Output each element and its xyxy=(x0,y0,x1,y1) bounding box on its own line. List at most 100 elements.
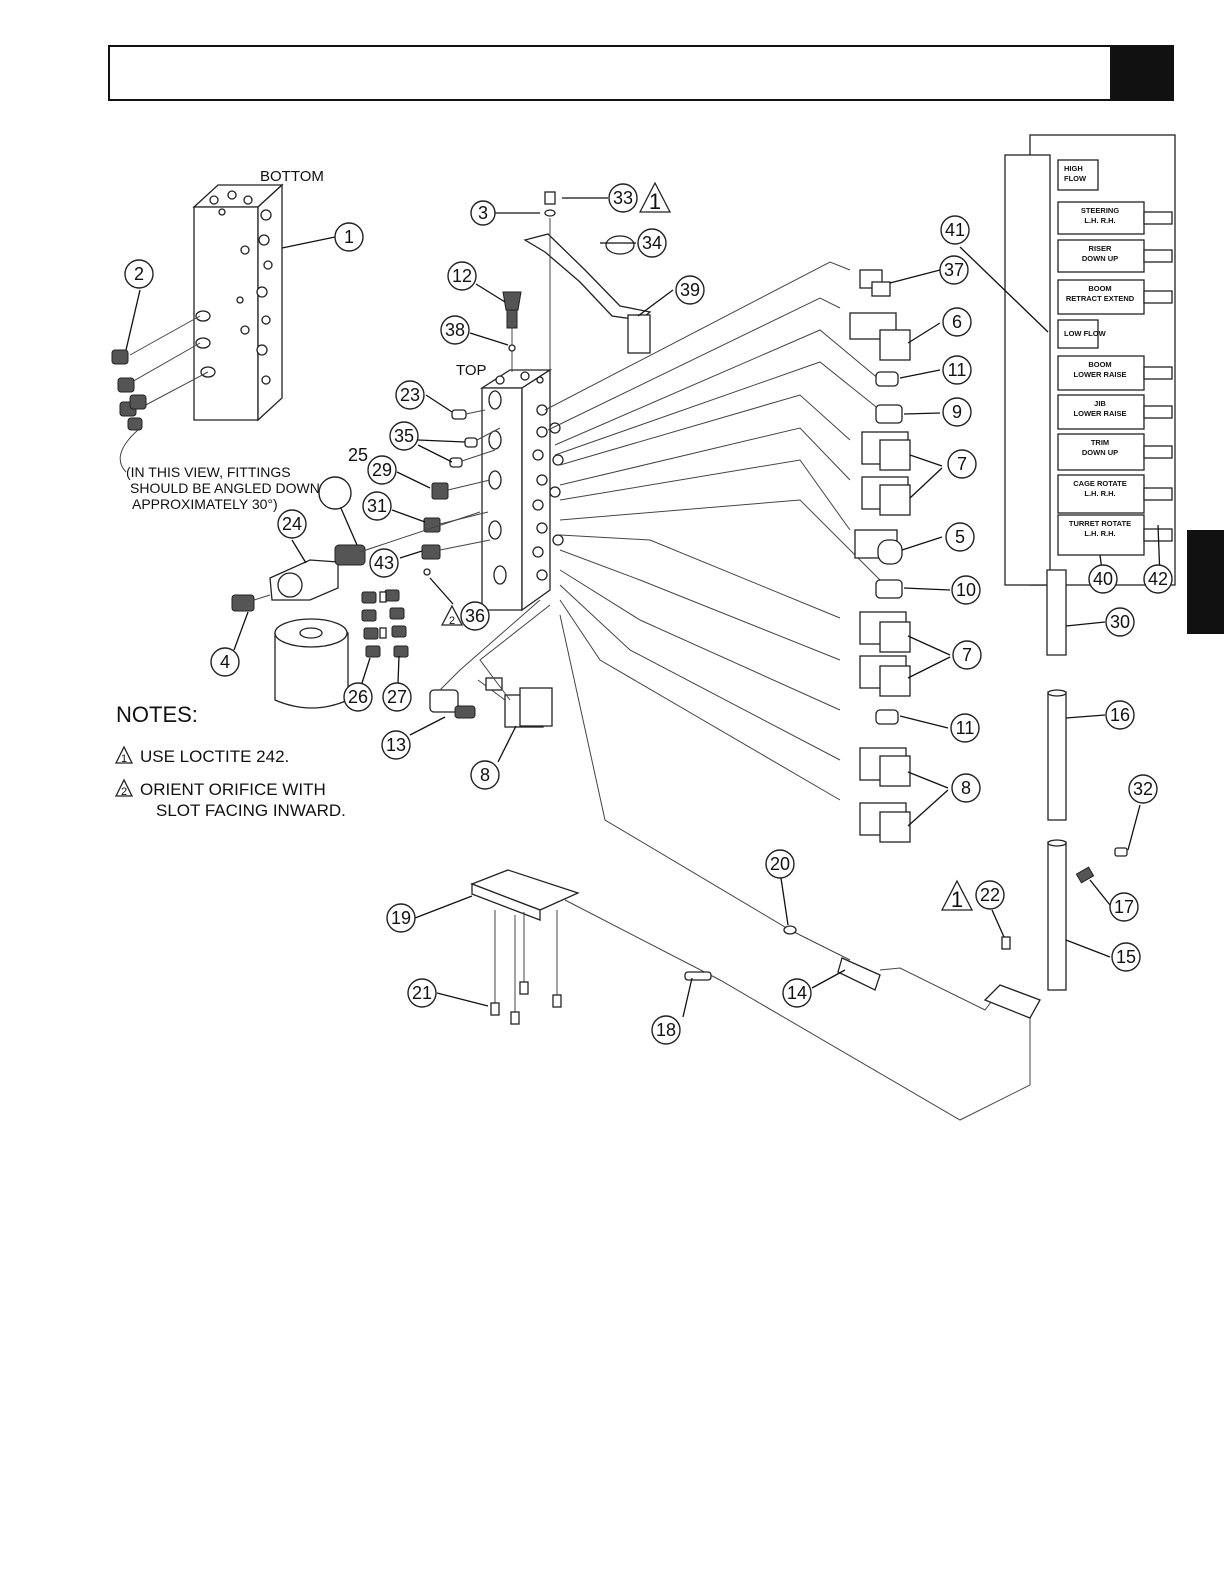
callout-6: 6 xyxy=(942,307,972,337)
panel-function-positions: L.H. R.H. xyxy=(1084,529,1115,538)
callout-33: 33 xyxy=(608,183,638,213)
callout-26: 26 xyxy=(343,682,373,712)
mounting-bracket xyxy=(523,218,652,370)
callout-22: 22 xyxy=(975,880,1005,910)
leader-2 xyxy=(125,289,141,351)
tube-assembly xyxy=(983,569,1128,1019)
callout-number: 3 xyxy=(478,203,488,223)
callout-number: 17 xyxy=(1114,897,1134,917)
manifold-side-fittings xyxy=(421,409,501,576)
callout-number: 9 xyxy=(952,402,962,422)
callout-number: 35 xyxy=(394,426,414,446)
filter-assembly xyxy=(231,511,481,709)
fitting-array xyxy=(361,589,409,658)
callout-number: 27 xyxy=(387,687,407,707)
panel-function-name: RISER xyxy=(1089,244,1113,253)
panel-function-positions: DOWN UP xyxy=(1082,448,1118,457)
callout-number: 1 xyxy=(344,227,354,247)
callout-38: 38 xyxy=(440,315,470,345)
callout-2: 2 xyxy=(124,259,154,289)
callout-3: 3 xyxy=(470,200,496,226)
item-25-label: 25 xyxy=(348,445,368,465)
callout-number: 6 xyxy=(952,312,962,332)
callout-21: 21 xyxy=(407,978,437,1008)
callout-19: 19 xyxy=(386,903,416,933)
callout-number: 26 xyxy=(348,687,368,707)
callout-leaders xyxy=(233,197,1161,1018)
callout-number: 31 xyxy=(367,496,387,516)
callout-29: 29 xyxy=(367,455,397,485)
callout-15: 15 xyxy=(1111,942,1141,972)
panel-function-positions: LOWER RAISE xyxy=(1074,370,1127,379)
callout-number: 2 xyxy=(134,264,144,284)
callout-number: 40 xyxy=(1093,569,1113,589)
callout-number: 15 xyxy=(1116,947,1136,967)
panel-function-name: STEERING xyxy=(1081,206,1120,215)
svg-text:1: 1 xyxy=(649,189,661,214)
callout-7b: 7 xyxy=(952,640,982,670)
elbow-fittings-group xyxy=(111,315,209,431)
callout-34: 34 xyxy=(637,228,667,258)
note-2: 2 ORIENT ORIFICE WITH SLOT FACING INWARD… xyxy=(114,778,346,820)
callout-number: 29 xyxy=(372,460,392,480)
warning-triangle-1: 1 xyxy=(638,181,672,214)
callout-number: 41 xyxy=(945,220,965,240)
callout-40: 40 xyxy=(1088,564,1118,594)
callout-23: 23 xyxy=(395,380,425,410)
callout-number: 11 xyxy=(948,360,967,380)
leader-1 xyxy=(281,236,336,249)
callout-39: 39 xyxy=(675,275,705,305)
panel-function-name: BOOM xyxy=(1088,284,1111,293)
svg-text:1: 1 xyxy=(951,887,963,912)
callout-number: 5 xyxy=(955,527,965,547)
callout-37: 37 xyxy=(939,255,969,285)
panel-function-positions: LOWER RAISE xyxy=(1074,409,1127,418)
callout-5: 5 xyxy=(945,522,975,552)
panel-function-name: TRIM xyxy=(1091,438,1109,447)
callout-number: 33 xyxy=(613,188,633,208)
callout-number: 43 xyxy=(374,553,394,573)
view-label-top: TOP xyxy=(456,362,487,379)
notes-heading: NOTES: xyxy=(116,702,198,727)
fitting-note-line-1: (IN THIS VIEW, FITTINGS xyxy=(126,464,291,480)
callout-12: 12 xyxy=(447,261,477,291)
callout-11a: 11 xyxy=(942,355,972,385)
callout-11b: 11 xyxy=(950,713,980,743)
callout-43: 43 xyxy=(369,548,399,578)
manifold-bottom-view xyxy=(192,183,284,422)
callout-number: 37 xyxy=(944,260,964,280)
callout-number: 24 xyxy=(282,514,302,534)
callout-13: 13 xyxy=(381,730,411,760)
callout-24: 24 xyxy=(277,509,307,539)
washer-and-screw xyxy=(544,191,635,255)
callout-30: 30 xyxy=(1105,607,1135,637)
svg-text:2: 2 xyxy=(121,786,127,798)
callout-number: 23 xyxy=(400,385,420,405)
callout-number: 39 xyxy=(680,280,700,300)
callout-number: 7 xyxy=(957,454,967,474)
callout-number: 32 xyxy=(1133,779,1153,799)
callout-number: 12 xyxy=(452,266,472,286)
callout-number: 30 xyxy=(1110,612,1130,632)
svg-text:ORIENT ORIFICE WITH: ORIENT ORIFICE WITH xyxy=(140,780,326,799)
callout-27: 27 xyxy=(382,682,412,712)
callout-number: 16 xyxy=(1110,705,1130,725)
svg-text:SLOT FACING INWARD.: SLOT FACING INWARD. xyxy=(156,801,346,820)
callout-35: 35 xyxy=(389,421,419,451)
callout-number: 18 xyxy=(656,1020,676,1040)
callout-number: 22 xyxy=(980,885,1000,905)
adjustment-knob xyxy=(502,291,522,372)
callout-10: 10 xyxy=(951,575,981,605)
panel-function-name: HIGH xyxy=(1064,164,1083,173)
panel-function-row: LOW FLOW xyxy=(1057,319,1107,349)
panel-function-positions: L.H. R.H. xyxy=(1084,489,1115,498)
callout-number: 11 xyxy=(956,718,975,738)
callout-number: 8 xyxy=(961,778,971,798)
warning-triangle-orifice: 2 xyxy=(440,604,464,627)
section-thumb-tab xyxy=(1187,530,1224,634)
